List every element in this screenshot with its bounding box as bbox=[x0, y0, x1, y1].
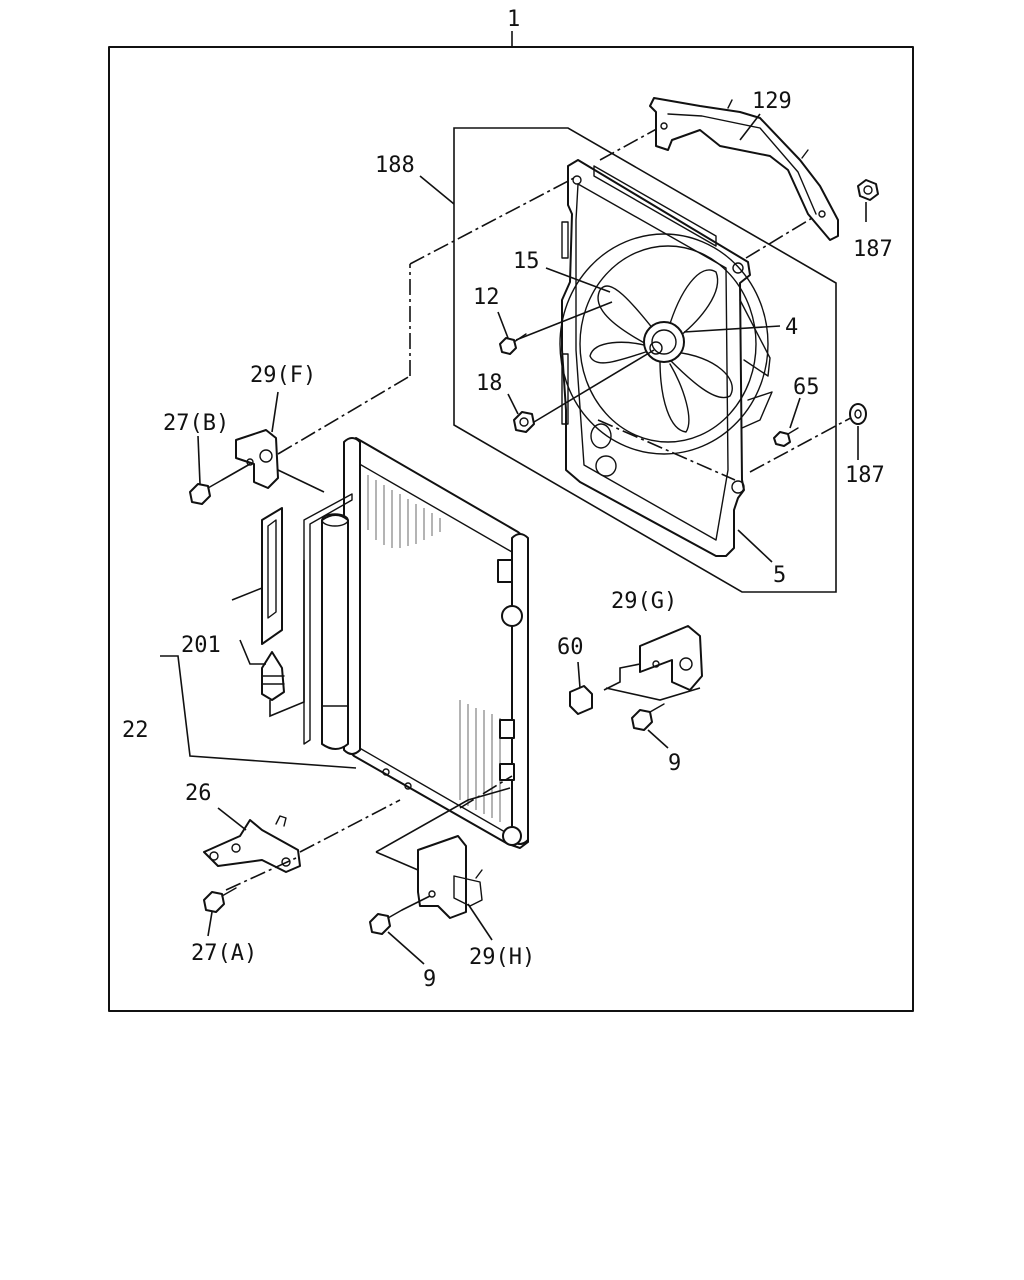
label-29f: 29(F) bbox=[250, 363, 316, 388]
bolt-27a bbox=[203, 887, 237, 913]
condenser bbox=[343, 437, 529, 849]
label-187-bottom: 187 bbox=[845, 463, 885, 488]
bracket-129 bbox=[649, 97, 839, 241]
bolt-65 bbox=[773, 427, 799, 447]
plug-201 bbox=[261, 651, 285, 701]
label-27b: 27(B) bbox=[163, 411, 229, 436]
nut-187-bottom bbox=[849, 403, 867, 425]
bracket-29f bbox=[235, 429, 279, 489]
nut-187-top bbox=[857, 179, 879, 201]
label-65: 65 bbox=[793, 375, 820, 400]
label-4: 4 bbox=[785, 315, 798, 340]
clip-60 bbox=[569, 685, 593, 715]
fan-shroud bbox=[559, 159, 773, 557]
label-60: 60 bbox=[557, 635, 584, 660]
label-26: 26 bbox=[185, 781, 212, 806]
fan-assembly-outline bbox=[453, 127, 837, 593]
desiccant-201 bbox=[261, 507, 283, 645]
label-15: 15 bbox=[513, 249, 540, 274]
bracket-26 bbox=[203, 815, 301, 873]
receiver-tank bbox=[321, 513, 349, 750]
label-187-top: 187 bbox=[853, 237, 893, 262]
label-1: 1 bbox=[507, 7, 520, 32]
label-129: 129 bbox=[752, 89, 792, 114]
label-9-lower: 9 bbox=[423, 967, 436, 992]
outer-frame bbox=[108, 46, 914, 1012]
label-9-upper: 9 bbox=[668, 751, 681, 776]
bolt-9-lower bbox=[369, 909, 403, 935]
label-5: 5 bbox=[773, 563, 786, 588]
label-201: 201 bbox=[181, 633, 221, 658]
bolt-27b bbox=[189, 479, 223, 505]
label-18: 18 bbox=[476, 371, 503, 396]
label-188: 188 bbox=[375, 153, 415, 178]
label-27a: 27(A) bbox=[191, 941, 257, 966]
nut-18 bbox=[513, 411, 535, 433]
bracket-29g bbox=[639, 625, 703, 691]
label-12: 12 bbox=[473, 285, 500, 310]
bracket-29h bbox=[417, 835, 483, 919]
bolt-12 bbox=[499, 333, 527, 355]
label-29g: 29(G) bbox=[611, 589, 677, 614]
bolt-9-upper bbox=[631, 703, 665, 731]
label-29h: 29(H) bbox=[469, 945, 535, 970]
label-22: 22 bbox=[122, 718, 149, 743]
